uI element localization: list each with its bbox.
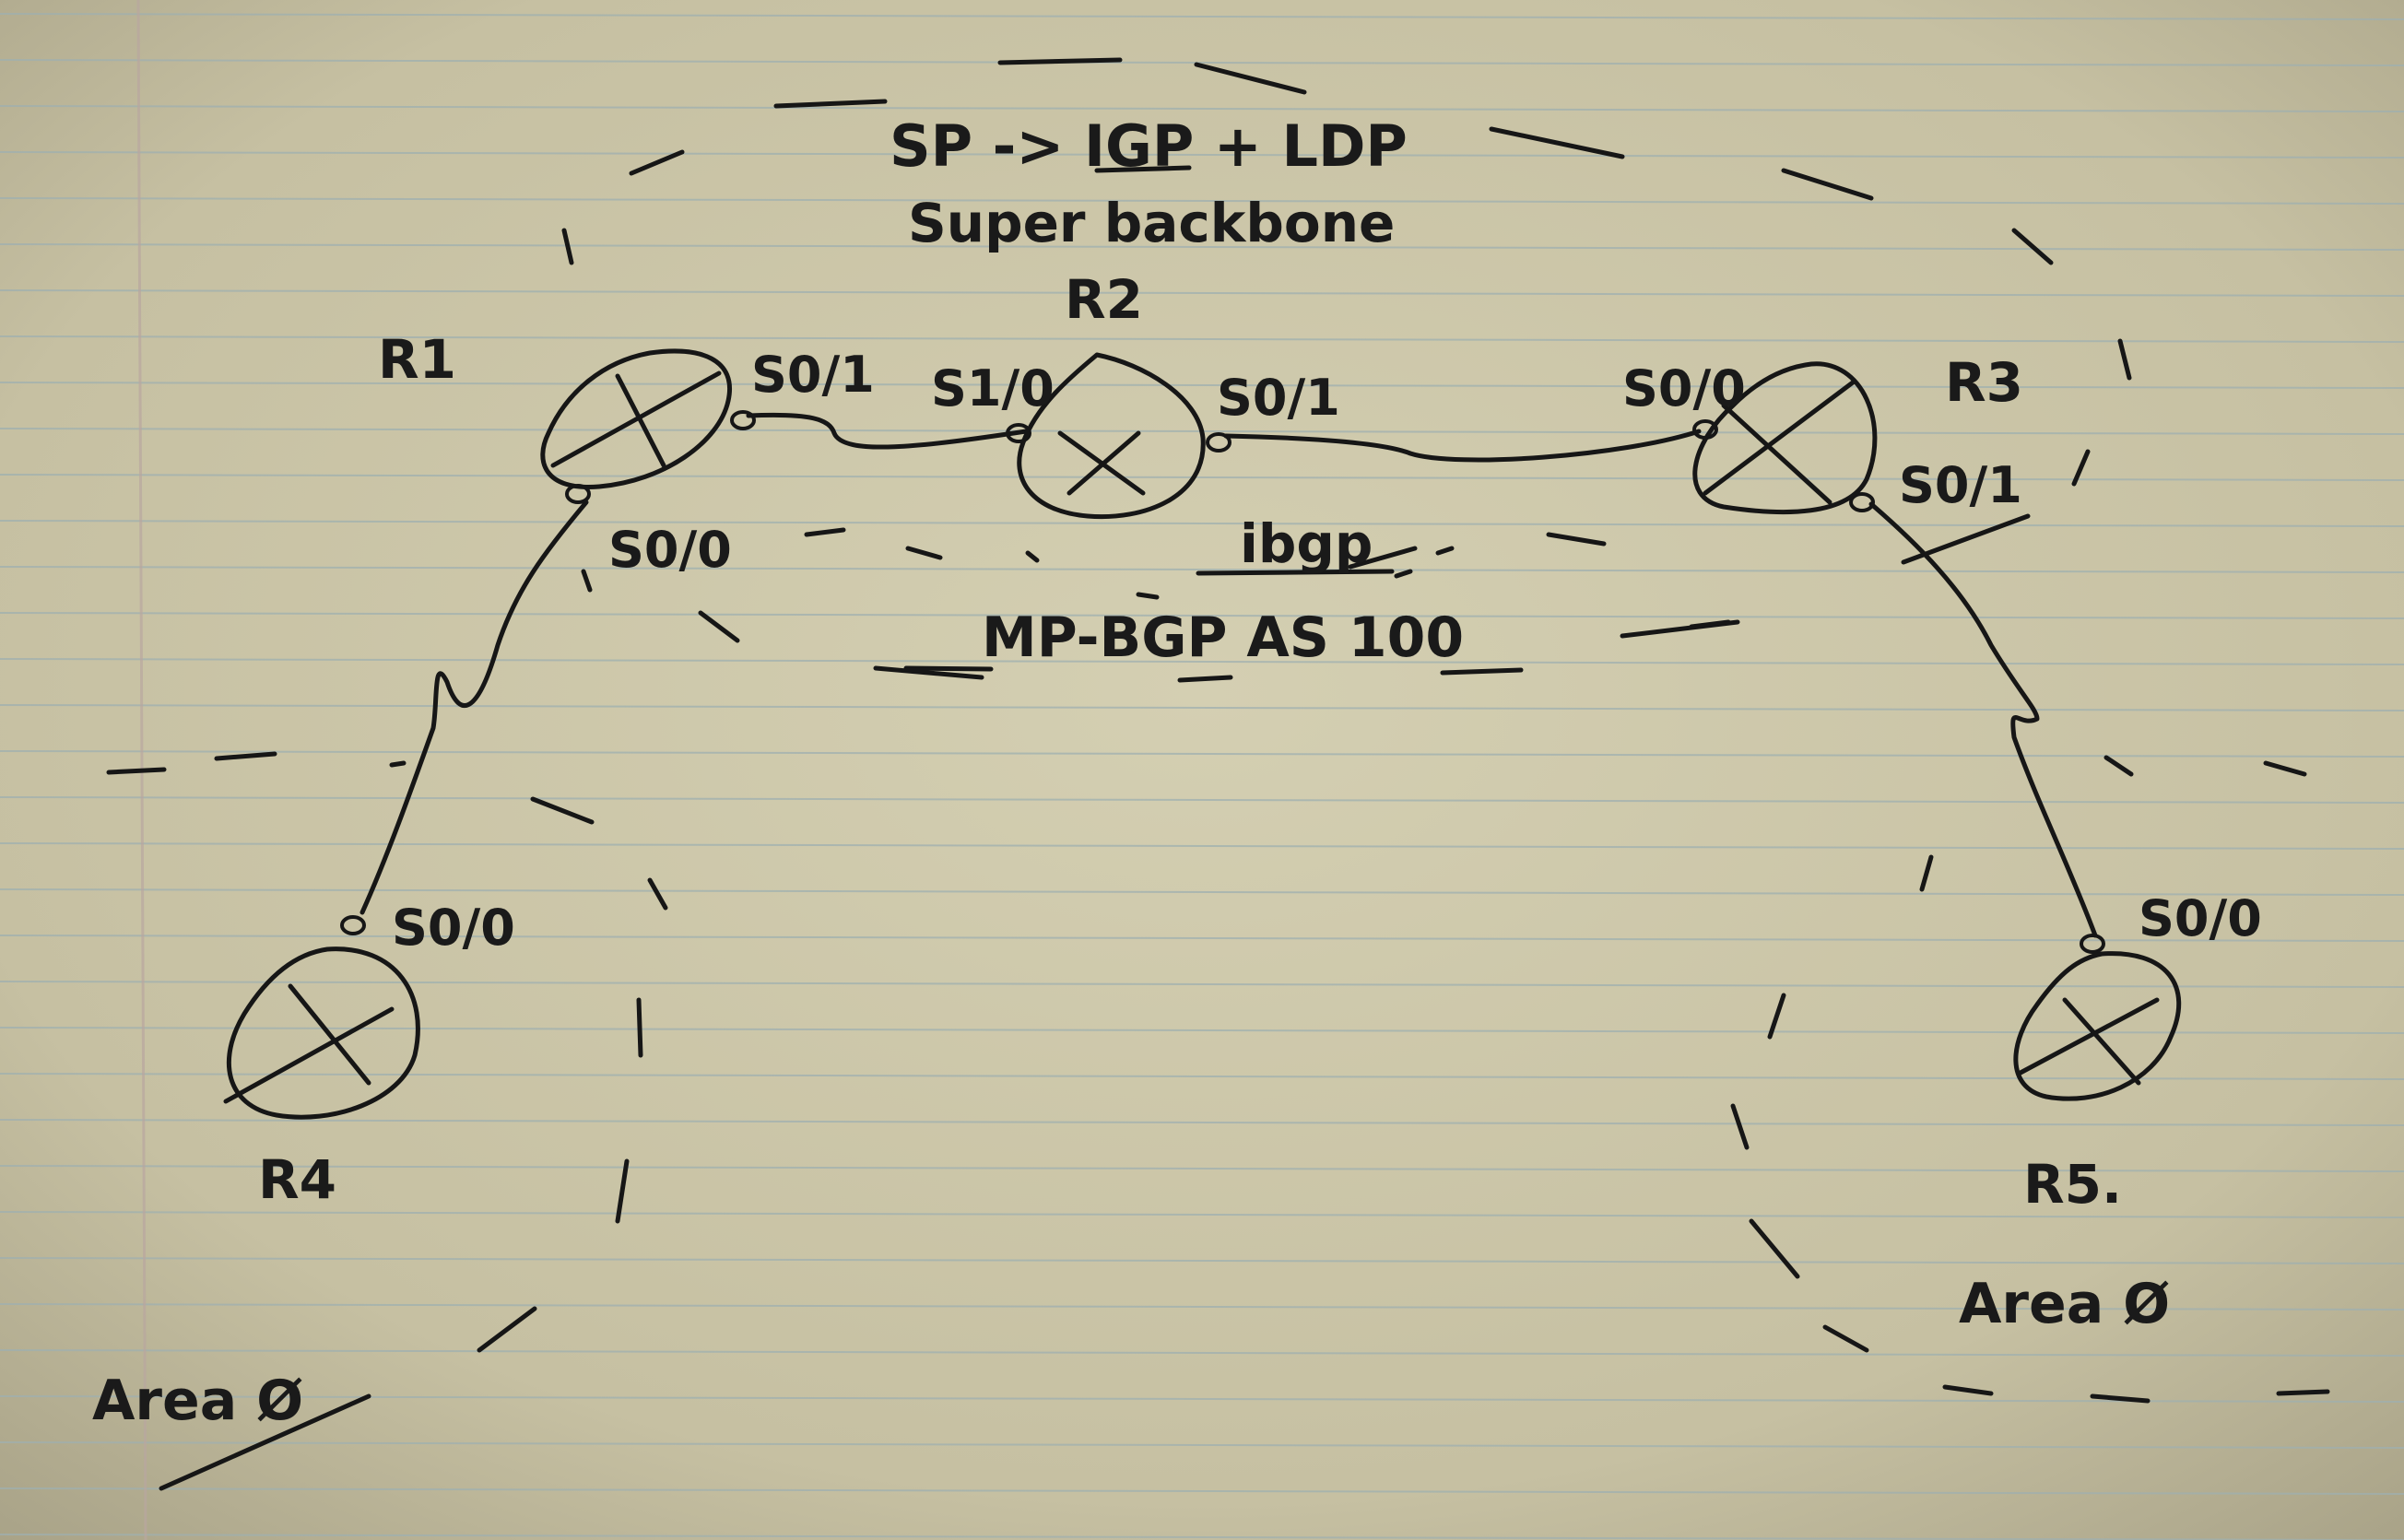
ruled-line	[0, 1534, 2404, 1540]
r3-s01-dot	[1849, 492, 1875, 512]
ruled-line	[0, 382, 2404, 389]
r2-label: R2	[1065, 268, 1143, 331]
right-area-boundary	[1730, 755, 2330, 1404]
serial-links	[359, 412, 2098, 938]
right-area-label: Area Ø	[1959, 1272, 2170, 1336]
ibgp-label: ibgp	[1240, 512, 1373, 575]
ruled-line	[0, 796, 2404, 804]
r1-s01-dot	[730, 410, 756, 430]
ruled-line	[0, 1257, 2404, 1264]
ruled-line	[0, 1211, 2404, 1218]
ruled-line	[0, 1349, 2404, 1357]
link-r1-r4	[359, 500, 589, 915]
title-line: SP -> IGP + LDP	[890, 112, 1408, 180]
router-r4	[223, 946, 420, 1120]
router-r3	[1692, 361, 1878, 515]
ruled-line	[0, 289, 2404, 297]
ruled-line	[0, 842, 2404, 850]
link-r2-r3	[1223, 429, 1702, 463]
router-r2	[1017, 352, 1206, 520]
mpbgp-label: MP-BGP AS 100	[982, 605, 1464, 670]
link-r3-r5	[1868, 501, 2098, 938]
r5-label: R5.	[2023, 1153, 2122, 1216]
subtitle-line: Super backbone	[908, 192, 1395, 254]
router-r1	[540, 348, 732, 489]
r1-label: R1	[378, 328, 456, 391]
ruled-line	[0, 566, 2404, 573]
ruled-line	[0, 1165, 2404, 1172]
r2-s10-label: S1/0	[931, 359, 1055, 417]
ruled-line	[0, 1119, 2404, 1126]
ruled-line	[0, 935, 2404, 942]
ruled-line	[0, 1487, 2404, 1495]
router-r5	[2013, 951, 2182, 1101]
ruled-line	[0, 704, 2404, 711]
ruled-line	[0, 13, 2404, 20]
ruled-line	[0, 1395, 2404, 1403]
r1-s01-label: S0/1	[751, 346, 875, 404]
ruled-line	[0, 197, 2404, 205]
ruled-line	[0, 612, 2404, 619]
ruled-line	[0, 1027, 2404, 1034]
ruled-line	[0, 888, 2404, 896]
ruled-line	[0, 151, 2404, 159]
r1-s00-label: S0/0	[608, 521, 732, 579]
r3-label: R3	[1945, 351, 2023, 414]
left-area-boundary	[106, 751, 668, 1353]
ruled-line	[0, 1303, 2404, 1311]
r2-s01-dot	[1206, 432, 1231, 453]
r4-label: R4	[258, 1148, 336, 1211]
r2-s01-label: S0/1	[1217, 369, 1340, 427]
ruled-line	[0, 981, 2404, 988]
r5-s00-label: S0/0	[2139, 889, 2262, 947]
r4-s00-label: S0/0	[392, 899, 515, 957]
r3-s01-label: S0/1	[1899, 456, 2022, 514]
underlines	[159, 165, 1524, 1491]
ruled-line	[0, 474, 2404, 481]
ruled-line	[0, 335, 2404, 343]
ruled-line	[0, 105, 2404, 112]
link-r1-r2	[746, 412, 1029, 450]
r4-s00-dot	[340, 915, 366, 935]
ruled-line	[0, 59, 2404, 66]
left-area-label: Area Ø	[92, 1369, 303, 1433]
r5-s00-dot	[2080, 934, 2105, 954]
r3-s00-label: S0/0	[1622, 359, 1746, 417]
ruled-line	[0, 1441, 2404, 1449]
ruled-line	[0, 243, 2404, 251]
diagram-labels: SP -> IGP + LDP Super backbone R1 R2 R3 …	[92, 112, 2262, 1433]
ruled-line	[0, 1073, 2404, 1080]
ruled-line	[0, 750, 2404, 758]
